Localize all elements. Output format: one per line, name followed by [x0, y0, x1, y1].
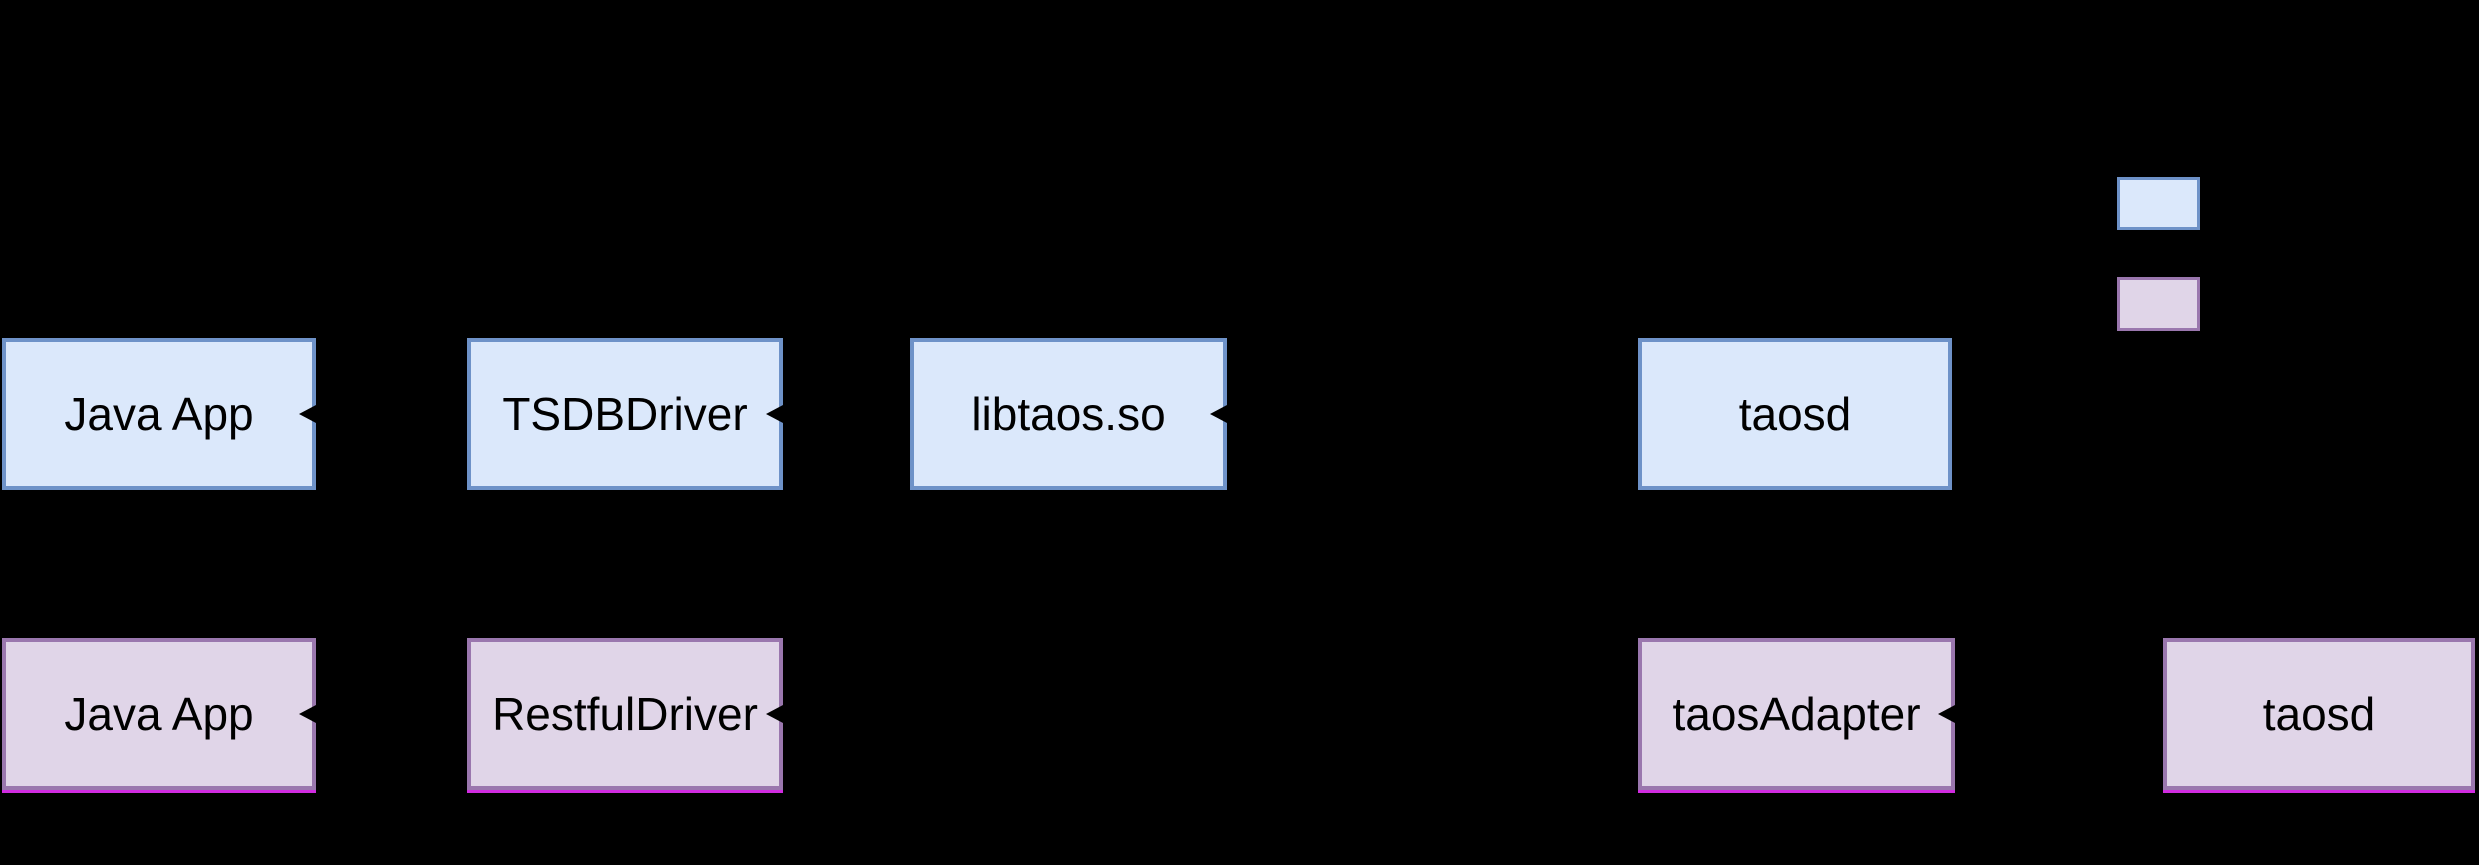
arrow-libtaos-taosd	[1210, 404, 1655, 423]
legend-pink-swatch	[2117, 277, 2200, 331]
node-tsdbdriver: TSDBDriver	[467, 338, 783, 490]
arrow-taosadapter-taosd	[1938, 704, 2180, 723]
node-label: TSDBDriver	[502, 388, 748, 440]
arrowhead-left-icon	[1210, 404, 1227, 423]
arrow-javaapp-tsdbdriver	[299, 404, 484, 423]
arrowhead-left-icon	[766, 404, 783, 423]
arrowhead-left-icon	[299, 404, 316, 423]
node-taosadapter: taosAdapter	[1638, 638, 1955, 790]
arrow-restfuldriver-taosadapter	[766, 704, 1655, 723]
node-label: taosAdapter	[1672, 688, 1921, 740]
arrow-tsdbdriver-libtaos	[766, 404, 927, 423]
node-label: libtaos.so	[971, 388, 1166, 440]
arrowhead-left-icon	[299, 704, 316, 723]
node-label: taosd	[1738, 388, 1852, 440]
node-java-app-rest: Java App	[2, 638, 316, 790]
arrowhead-left-icon	[1938, 704, 1955, 723]
node-taosd-jni: taosd	[1638, 338, 1952, 490]
arrowhead-left-icon	[766, 704, 783, 723]
node-label: taosd	[2262, 688, 2376, 740]
legend-blue-swatch	[2117, 177, 2200, 230]
node-label: Java App	[64, 388, 254, 440]
arrow-javaapp-restfuldriver	[299, 704, 484, 723]
node-taosd-rest: taosd	[2163, 638, 2475, 790]
node-restfuldriver: RestfulDriver	[467, 638, 783, 790]
node-java-app-jni: Java App	[2, 338, 316, 490]
node-label: Java App	[64, 688, 254, 740]
node-libtaos: libtaos.so	[910, 338, 1227, 490]
node-label: RestfulDriver	[492, 688, 758, 740]
